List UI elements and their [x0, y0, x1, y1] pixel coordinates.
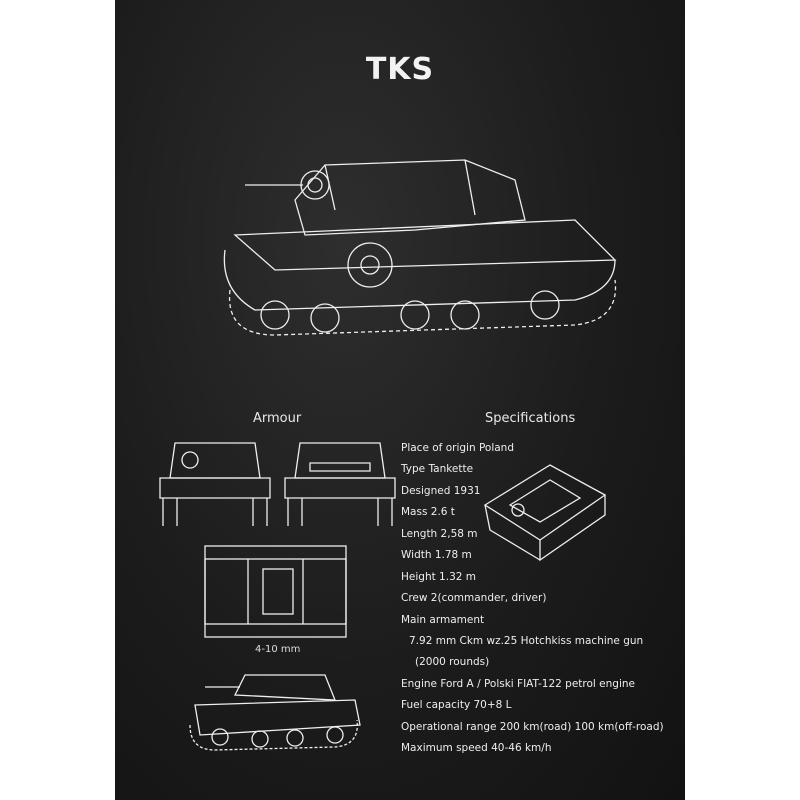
spec-range: Operational range 200 km(road) 100 km(of… [401, 721, 664, 733]
armour-thickness-label: 4-10 mm [255, 644, 301, 655]
tank-front-view [159, 442, 271, 526]
spec-armament-gun: 7.92 mm Ckm wz.25 Hotchkiss machine gun [409, 635, 644, 647]
spec-crew: Crew 2(commander, driver) [401, 592, 547, 604]
tks-blueprint-poster: TKS Armour Specifications 4-10 mm Place … [115, 0, 685, 800]
spec-height: Height 1.32 m [401, 571, 476, 583]
armour-heading: Armour [253, 411, 302, 426]
tank-top-view [204, 545, 347, 638]
specifications-heading: Specifications [485, 411, 576, 426]
tank-side-view [189, 674, 361, 751]
spec-width: Width 1.78 m [401, 549, 472, 561]
spec-type: Type Tankette [401, 463, 474, 475]
spec-fuel: Fuel capacity 70+8 L [401, 699, 512, 711]
spec-main-armament: Main armament [401, 614, 485, 626]
spec-speed: Maximum speed 40-46 km/h [401, 742, 552, 754]
spec-engine: Engine Ford A / Polski FIAT-122 petrol e… [401, 678, 635, 690]
tank-rear-view [284, 442, 396, 526]
spec-designed: Designed 1931 [401, 485, 481, 497]
tank-main-illustration [223, 159, 617, 336]
spec-origin: Place of origin Poland [401, 442, 514, 454]
tank-isometric-view [483, 464, 607, 562]
spec-armament-rounds: (2000 rounds) [415, 656, 490, 668]
spec-mass: Mass 2.6 t [401, 506, 455, 518]
poster-title: TKS [365, 52, 435, 87]
spec-length: Length 2,58 m [401, 528, 478, 540]
